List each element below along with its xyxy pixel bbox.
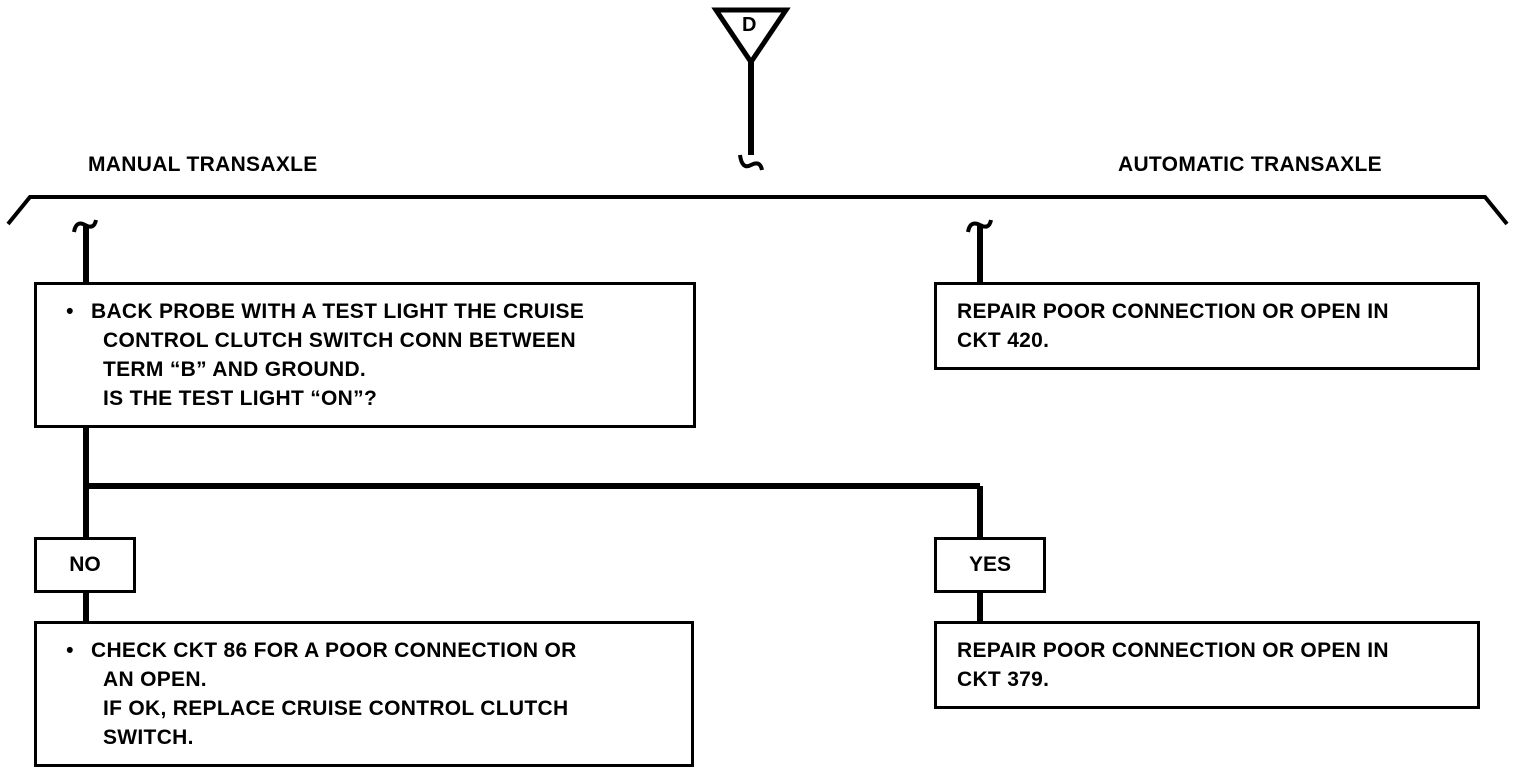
yes-action-box: REPAIR POOR CONNECTION OR OPEN IN CKT 37…	[934, 621, 1480, 709]
connector-triangle	[711, 7, 791, 67]
manual-transaxle-label: MANUAL TRANSAXLE	[88, 153, 318, 176]
yes-answer-tag: YES	[934, 537, 1046, 593]
bullet: •	[66, 639, 74, 662]
action-followup: IF OK, REPLACE CRUISE CONTROL CLUTCH	[103, 697, 569, 720]
test-line: TERM “B” AND GROUND.	[103, 358, 367, 381]
action-followup: SWITCH.	[103, 726, 194, 749]
no-action-box: • CHECK CKT 86 FOR A POOR CONNECTION OR …	[34, 621, 694, 767]
repair-line: REPAIR POOR CONNECTION OR OPEN IN	[957, 300, 1389, 323]
test-question: IS THE TEST LIGHT “ON”?	[103, 387, 378, 410]
bullet: •	[66, 300, 74, 323]
no-answer-tag: NO	[34, 537, 136, 593]
repair-line: REPAIR POOR CONNECTION OR OPEN IN	[957, 639, 1389, 662]
manual-test-box: • BACK PROBE WITH A TEST LIGHT THE CRUIS…	[34, 282, 696, 428]
test-line: BACK PROBE WITH A TEST LIGHT THE CRUISE	[91, 300, 585, 323]
branch-bracket	[6, 195, 1509, 226]
action-line: CHECK CKT 86 FOR A POOR CONNECTION OR	[91, 639, 577, 662]
connector-letter: D	[742, 14, 757, 36]
auto-repair-box: REPAIR POOR CONNECTION OR OPEN IN CKT 42…	[934, 282, 1480, 370]
repair-line: CKT 420.	[957, 329, 1050, 352]
repair-line: CKT 379.	[957, 668, 1050, 691]
automatic-transaxle-label: AUTOMATIC TRANSAXLE	[1118, 153, 1382, 176]
test-line: CONTROL CLUTCH SWITCH CONN BETWEEN	[103, 329, 576, 352]
trunk-hook	[738, 154, 764, 171]
action-line: AN OPEN.	[103, 668, 207, 691]
